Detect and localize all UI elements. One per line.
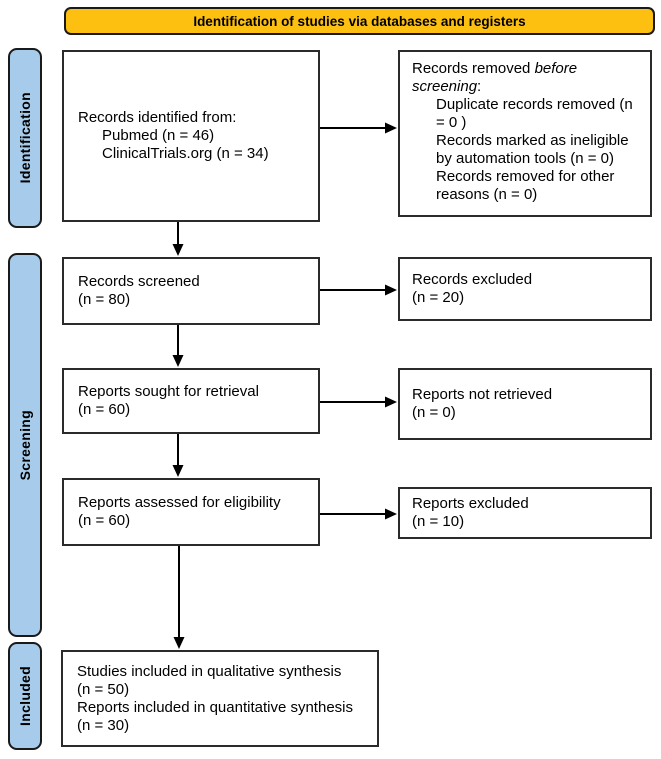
- reports-assessed-line: Reports assessed for eligibility: [78, 494, 281, 511]
- reports-assessed-count: (n = 60): [78, 512, 131, 529]
- stage-included-label: Included: [17, 666, 33, 726]
- arrow-identified-to-screened: [172, 222, 184, 256]
- box-records-excluded: Records excluded (n = 20): [398, 257, 652, 321]
- arrow-sought-to-not-retrieved: [320, 396, 397, 408]
- records-removed-lead: Records removed before screening:: [412, 60, 642, 96]
- reports-sought-line: Reports sought for retrieval: [78, 383, 259, 400]
- reports-not-retrieved-count: (n = 0): [412, 404, 456, 421]
- reports-excluded-line: Reports excluded: [412, 495, 529, 512]
- reports-not-retrieved-line: Reports not retrieved: [412, 386, 553, 403]
- records-excluded-count: (n = 20): [412, 289, 465, 306]
- records-removed-lead-suffix: :: [477, 78, 482, 95]
- records-removed-item-other: Records removed for other reasons (n = 0…: [436, 168, 615, 203]
- stage-screening-label: Screening: [17, 409, 33, 481]
- box-reports-excluded: Reports excluded (n = 10): [398, 487, 652, 539]
- records-excluded-line: Records excluded: [412, 271, 533, 288]
- reports-excluded-count: (n = 10): [412, 513, 465, 530]
- records-screened-line: Records screened: [78, 273, 200, 290]
- records-removed-lead-italic: before screening: [412, 60, 578, 95]
- banner: Identification of studies via databases …: [64, 7, 655, 35]
- stage-included: Included: [8, 642, 42, 750]
- arrow-screened-to-records-excluded: [320, 284, 397, 296]
- arrow-assessed-to-reports-excluded: [320, 508, 397, 520]
- box-reports-assessed: Reports assessed for eligibility (n = 60…: [62, 478, 320, 546]
- box-records-screened: Records screened (n = 80): [62, 257, 320, 325]
- records-identified-source-pubmed: Pubmed (n = 46): [102, 127, 215, 144]
- stage-screening: Screening: [8, 253, 42, 637]
- studies-included-quantitative-count: (n = 30): [77, 716, 130, 734]
- studies-included-qualitative-line: Studies included in qualitative synthesi…: [77, 662, 342, 680]
- box-reports-not-retrieved: Reports not retrieved (n = 0): [398, 368, 652, 440]
- stage-identification: Identification: [8, 48, 42, 228]
- records-screened-count: (n = 80): [78, 291, 131, 308]
- box-records-removed: Records removed before screening: Duplic…: [398, 50, 652, 217]
- box-reports-sought: Reports sought for retrieval (n = 60): [62, 368, 320, 434]
- records-removed-item-automation: Records marked as ineligible by automati…: [436, 132, 629, 167]
- records-identified-source-clinicaltrials: ClinicalTrials.org (n = 34): [102, 145, 269, 162]
- arrow-screened-to-sought: [172, 325, 184, 367]
- box-studies-included: Studies included in qualitative synthesi…: [61, 650, 379, 747]
- arrow-sought-to-assessed: [172, 434, 184, 477]
- box-records-identified: Records identified from: Pubmed (n = 46)…: [62, 50, 320, 222]
- arrow-assessed-to-included: [173, 546, 185, 649]
- studies-included-quantitative-line: Reports included in quantitative synthes…: [77, 698, 353, 716]
- records-removed-item-duplicates: Duplicate records removed (n = 0 ): [436, 96, 633, 131]
- records-identified-line: Records identified from:: [78, 109, 237, 126]
- stage-identification-label: Identification: [17, 92, 33, 184]
- reports-sought-count: (n = 60): [78, 401, 131, 418]
- studies-included-qualitative-count: (n = 50): [77, 680, 130, 698]
- records-removed-lead-plain: Records removed: [412, 60, 535, 77]
- banner-label: Identification of studies via databases …: [193, 13, 526, 29]
- arrow-identified-to-removed: [320, 122, 397, 134]
